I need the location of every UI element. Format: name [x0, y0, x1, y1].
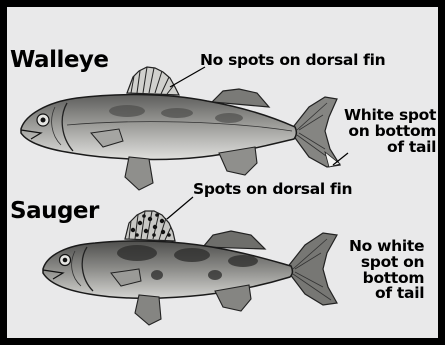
walleye-dorsal-callout: No spots on dorsal fin	[200, 53, 385, 69]
sauger-label: Sauger	[10, 200, 99, 223]
walleye-tail-callout-line-3: of tail	[344, 140, 436, 156]
sauger-dorsal-callout: Spots on dorsal fin	[193, 182, 352, 198]
walleye-label: Walleye	[10, 49, 109, 72]
sauger-pelvic-fin	[135, 295, 161, 325]
sauger-dorsal-leader-line	[167, 197, 193, 219]
sauger-tail-callout-line-4: of tail	[349, 286, 424, 302]
walleye-fish	[21, 67, 340, 190]
walleye-tail-fin	[290, 97, 340, 167]
sauger-fish	[43, 211, 337, 325]
sauger-tail-fin	[286, 233, 337, 305]
walleye-pelvic-fin	[125, 157, 153, 190]
sauger-tail-callout: No white spot on bottom of tail	[349, 239, 424, 302]
walleye-tail-callout: White spot on bottom of tail	[344, 108, 436, 155]
sauger-spiny-dorsal-fin	[125, 211, 175, 241]
walleye-dorsal-leader-line	[170, 67, 205, 87]
sauger-body	[43, 241, 292, 298]
